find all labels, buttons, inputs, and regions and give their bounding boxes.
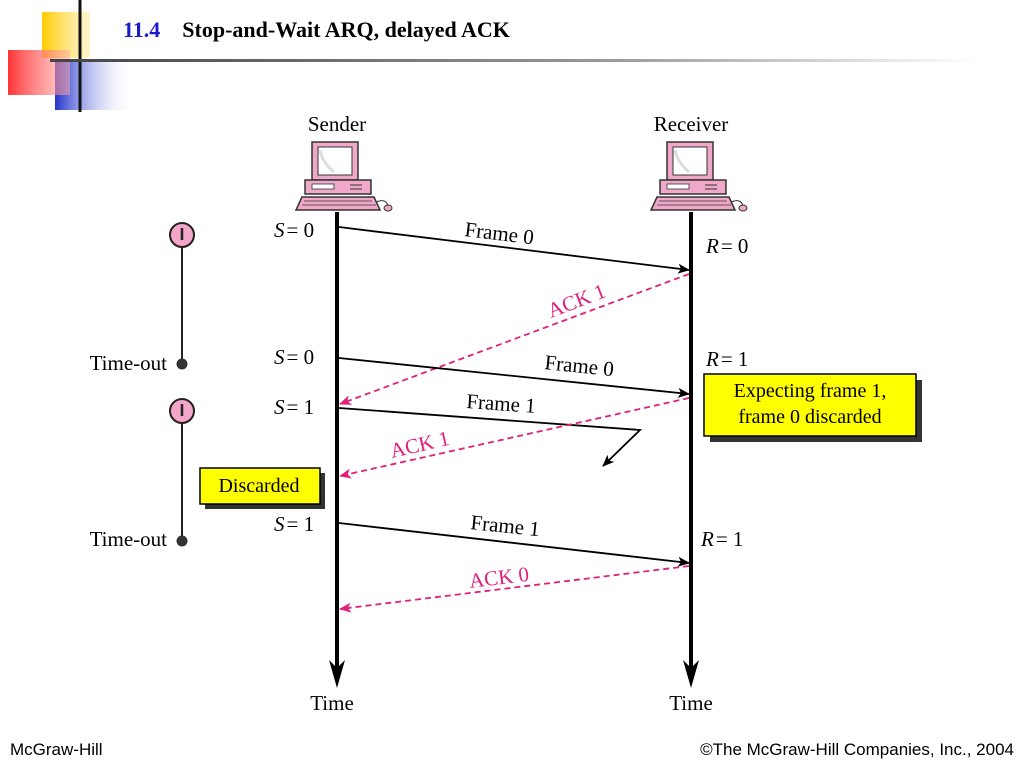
discarded-label: Discarded [218,475,299,497]
section-title: Stop-and-Wait ARQ, delayed ACK [182,17,510,42]
receiver-state: R= 0 [705,234,748,258]
frame-label: Frame 1 [466,389,537,418]
timeout-label: Time-out [90,351,168,375]
timeout-dot [176,358,188,370]
receiver-note-line2: frame 0 discarded [738,406,881,428]
sender-time-label: Time [310,691,354,715]
frame-arrow [338,226,690,274]
sender-note: Discarded [199,467,325,509]
receiver-time-arrowhead [683,660,699,688]
red-block [8,50,70,95]
svg-text:R= 0: R= 0 [705,234,748,258]
timeout-label: Time-out [90,527,168,551]
ack-arrow [339,273,690,405]
receiver-label: Receiver [654,112,729,136]
frame-label: Frame 0 [543,350,615,381]
svg-text:R= 1: R= 1 [700,527,743,551]
sender-state: S= 1 [274,395,314,419]
frame-label: Frame 1 [469,510,541,541]
sender-state: S= 0 [274,345,314,369]
computer-icon [649,141,748,212]
svg-text:S= 1: S= 1 [274,395,314,419]
computer-icon [294,141,393,212]
receiver-time-label: Time [669,691,713,715]
receiver-state: R= 1 [700,527,743,551]
sender-state: S= 0 [274,218,314,242]
svg-text:R= 1: R= 1 [705,347,748,371]
footer-publisher: McGraw-Hill [10,740,103,759]
frame-arrow [338,357,690,398]
svg-text:S= 0: S= 0 [274,218,314,242]
ack-label: ACK 0 [468,562,531,593]
corner-decoration [8,0,135,112]
title-underline [50,59,980,62]
footer-copyright: ©The McGraw-Hill Companies, Inc., 2004 [700,740,1014,759]
lost-frame-arrow [338,407,643,467]
ack-arrow [339,565,690,613]
sender-state: S= 1 [274,512,314,536]
sender-time-arrowhead [329,660,345,688]
receiver-note-line1: Expecting frame 1, [734,380,887,402]
sender-label: Sender [308,112,366,136]
slide-title: 11.4 Stop-and-Wait ARQ, delayed ACK [123,17,510,43]
svg-text:S= 0: S= 0 [274,345,314,369]
svg-text:S= 1: S= 1 [274,512,314,536]
receiver-state: R= 1 [705,347,748,371]
receiver-note: Expecting frame 1, frame 0 discarded [703,373,922,442]
section-number: 11.4 [123,17,161,42]
timeout-dot [176,535,188,547]
frame-label: Frame 0 [463,217,535,249]
arq-diagram: Sender Receiver Time Time [90,112,922,715]
frame-arrow [338,522,690,567]
